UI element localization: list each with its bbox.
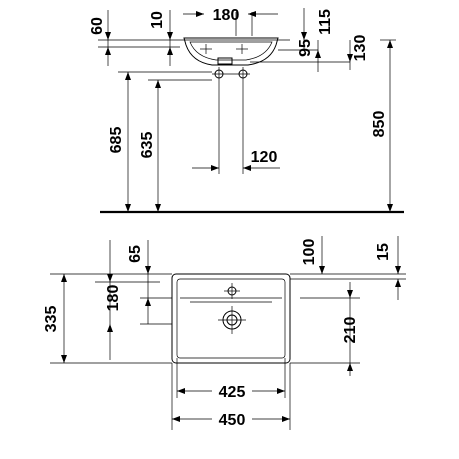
dim-10-label: 10 [149, 11, 166, 29]
side-view: 60 10 180 115 95 130 685 635 [89, 7, 404, 214]
dim-335-label: 335 [43, 306, 60, 333]
dim-60-label: 60 [89, 17, 106, 35]
plan-view: 335 180 65 100 15 210 [43, 236, 406, 430]
basin-inner-outline [189, 41, 273, 61]
dim-120-label: 120 [251, 149, 278, 166]
dim-100-label: 100 [301, 239, 318, 266]
dim-850-label: 850 [371, 111, 388, 138]
dim-180-plan-label: 180 [105, 285, 122, 312]
dim-685-label: 685 [108, 127, 125, 154]
dim-635-label: 635 [139, 132, 156, 159]
dim-425-label: 425 [219, 384, 246, 401]
dim-65-label: 65 [127, 245, 144, 263]
basin-plan-outer [171, 273, 291, 364]
dim-450-label: 450 [219, 412, 246, 429]
dim-15-label: 15 [375, 243, 392, 261]
dim-95-label: 95 [297, 39, 314, 57]
basin-section [183, 37, 279, 66]
dim-115-label: 115 [317, 9, 334, 35]
dim-180-label: 180 [213, 7, 240, 24]
dim-210-label: 210 [342, 317, 359, 344]
dim-130-label: 130 [352, 35, 369, 62]
basin-plan-inner [176, 278, 286, 359]
waste-outlet [217, 57, 233, 65]
